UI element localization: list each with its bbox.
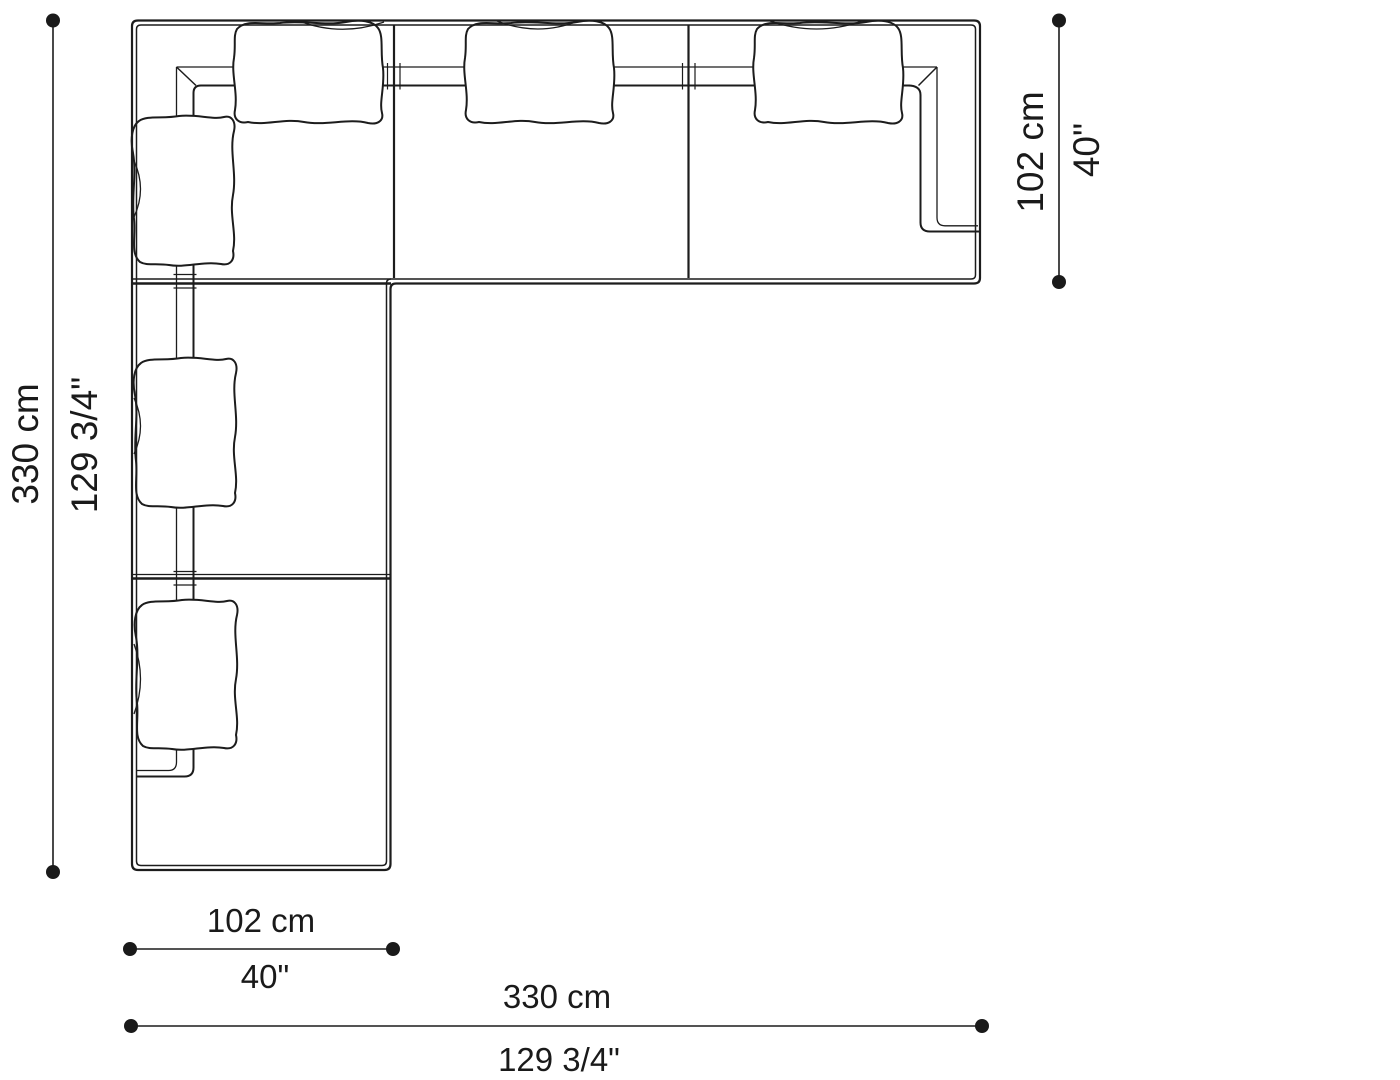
backrest-left-face-line — [136, 84, 910, 778]
dim-right-cm-label: 102 cm — [1010, 91, 1051, 212]
back-cushion — [132, 356, 238, 509]
sofa-inner-edge — [135, 24, 977, 867]
sofa-outer-edge — [130, 19, 982, 872]
dim-right-inch-label: 40" — [1066, 123, 1107, 177]
dimension-left: 330 cm 129 3/4" — [5, 13, 105, 879]
dimension-right: 102 cm 40" — [1010, 13, 1107, 289]
dimension-bottom-left: 102 cm 40" — [123, 902, 400, 995]
dimension-endpoint-dot — [1052, 275, 1066, 289]
dimension-endpoint-dot — [46, 13, 60, 28]
dim-left-cm-label: 330 cm — [5, 383, 46, 504]
sofa-outline — [130, 19, 982, 872]
dim-bottom-left-cm-label: 102 cm — [207, 902, 315, 939]
dimension-endpoint-dot — [46, 865, 60, 879]
dimension-endpoint-dot — [123, 942, 137, 956]
armrest-right-face-line — [907, 84, 979, 233]
backrest-seams — [136, 63, 979, 778]
dimension-endpoint-dot — [386, 942, 400, 956]
arm-miter-joint — [917, 66, 938, 87]
dimension-bottom-overall: 330 cm 129 3/4" — [124, 978, 989, 1078]
dim-bottom-overall-cm-label: 330 cm — [503, 978, 611, 1015]
dim-left-inch-label: 129 3/4" — [64, 377, 105, 514]
back-cushion — [463, 19, 616, 125]
back-cushions — [130, 19, 905, 751]
back-cushion — [232, 19, 385, 125]
backrest-section-caps-left — [173, 273, 197, 586]
backrest-section-caps-top — [386, 63, 696, 90]
back-cushion — [130, 114, 236, 267]
dim-bottom-overall-inch-label: 129 3/4" — [498, 1041, 620, 1078]
corner-miter-joint — [175, 66, 197, 87]
backrest-left-seam-line — [136, 67, 178, 772]
dimension-endpoint-dot — [975, 1019, 989, 1033]
back-cushion — [133, 598, 239, 751]
armrest-right-seam-line — [936, 67, 978, 227]
back-cushion — [752, 19, 905, 125]
dimension-endpoint-dot — [124, 1019, 138, 1033]
dim-bottom-left-inch-label: 40" — [241, 958, 289, 995]
dimension-endpoint-dot — [1052, 13, 1066, 28]
